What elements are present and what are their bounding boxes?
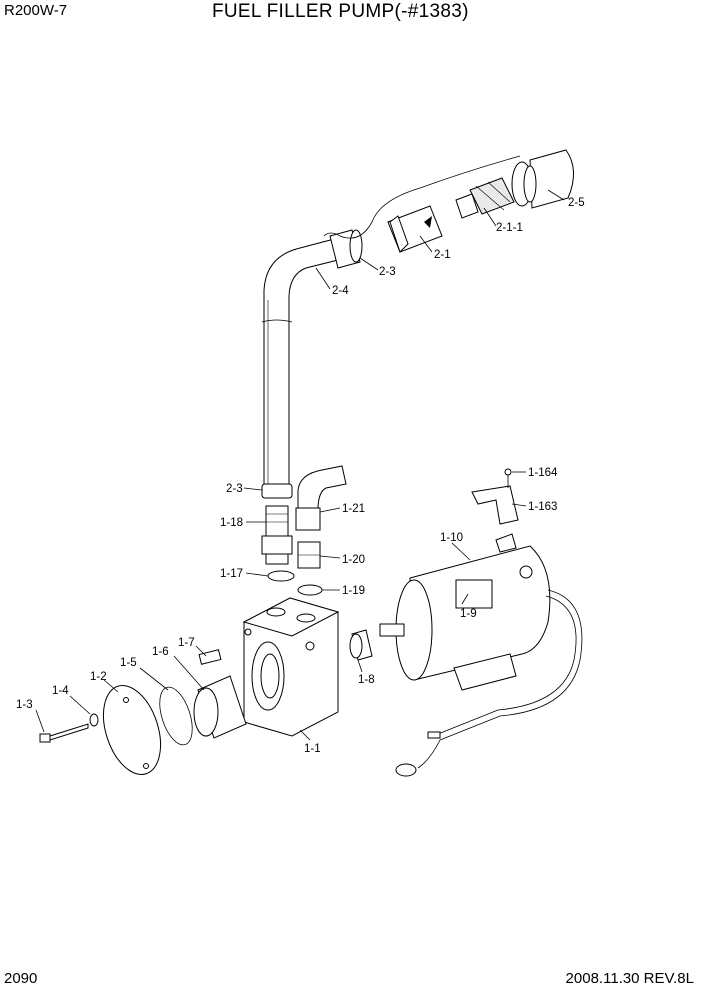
o-ring-1-5 bbox=[159, 686, 193, 746]
bracket-1-163 bbox=[471, 485, 519, 525]
callout-2-3-top: 2-3 bbox=[379, 266, 396, 278]
adapter-1-18 bbox=[261, 505, 293, 565]
filler-neck-2-5 bbox=[511, 149, 574, 209]
callout-2-1: 2-1 bbox=[434, 249, 451, 261]
callout-1-1: 1-1 bbox=[304, 743, 321, 755]
callout-1-19: 1-19 bbox=[342, 585, 365, 597]
callout-1-163: 1-163 bbox=[528, 501, 557, 513]
strainer-2-1-1 bbox=[455, 177, 515, 219]
motor-1-10 bbox=[379, 533, 551, 691]
callout-1-4: 1-4 bbox=[52, 685, 69, 697]
callout-1-21: 1-21 bbox=[342, 503, 365, 515]
callout-2-4: 2-4 bbox=[332, 285, 349, 297]
callout-1-20: 1-20 bbox=[342, 554, 365, 566]
revision-date: 2008.11.30 REV.8L bbox=[565, 970, 694, 987]
page-number: 2090 bbox=[4, 970, 38, 987]
connector-2-1 bbox=[387, 205, 443, 253]
pump-body-1-1 bbox=[242, 597, 340, 737]
callout-1-10: 1-10 bbox=[440, 532, 463, 544]
screw-1-164 bbox=[504, 468, 512, 488]
cover-1-2 bbox=[102, 685, 162, 775]
bolt-1-3 bbox=[39, 723, 89, 743]
callout-1-18: 1-18 bbox=[220, 517, 243, 529]
callout-1-2: 1-2 bbox=[90, 671, 107, 683]
callout-2-5: 2-5 bbox=[568, 197, 585, 209]
callout-1-8: 1-8 bbox=[358, 674, 375, 686]
hose-2-4 bbox=[261, 237, 347, 491]
callout-2-3-bottom: 2-3 bbox=[226, 483, 243, 495]
page-title: FUEL FILLER PUMP(-#1383) bbox=[212, 1, 469, 22]
model-code: R200W-7 bbox=[4, 2, 68, 19]
callout-1-3: 1-3 bbox=[16, 699, 33, 711]
callout-1-6: 1-6 bbox=[152, 646, 169, 658]
washer-1-4 bbox=[89, 713, 99, 727]
callout-1-164: 1-164 bbox=[528, 467, 558, 479]
callout-1-7: 1-7 bbox=[178, 637, 195, 649]
callout-1-17: 1-17 bbox=[220, 568, 243, 580]
hose-clamp-2-3-bottom bbox=[261, 483, 293, 499]
adapter-1-20 bbox=[297, 541, 321, 569]
power-cable bbox=[395, 589, 583, 777]
rotor-1-6 bbox=[193, 675, 247, 739]
leader-lines bbox=[35, 189, 565, 741]
callout-2-1-1: 2-1-1 bbox=[496, 222, 523, 234]
coupling-1-8 bbox=[349, 629, 373, 661]
vane-1-7 bbox=[198, 649, 222, 665]
elbow-1-21 bbox=[295, 465, 347, 531]
callout-1-5: 1-5 bbox=[120, 657, 137, 669]
hose-clamp-2-3-top bbox=[329, 229, 363, 269]
o-ring-1-19 bbox=[297, 584, 323, 596]
o-ring-1-17 bbox=[267, 570, 295, 582]
tether-wire bbox=[323, 155, 521, 239]
callout-1-9: 1-9 bbox=[460, 608, 477, 620]
